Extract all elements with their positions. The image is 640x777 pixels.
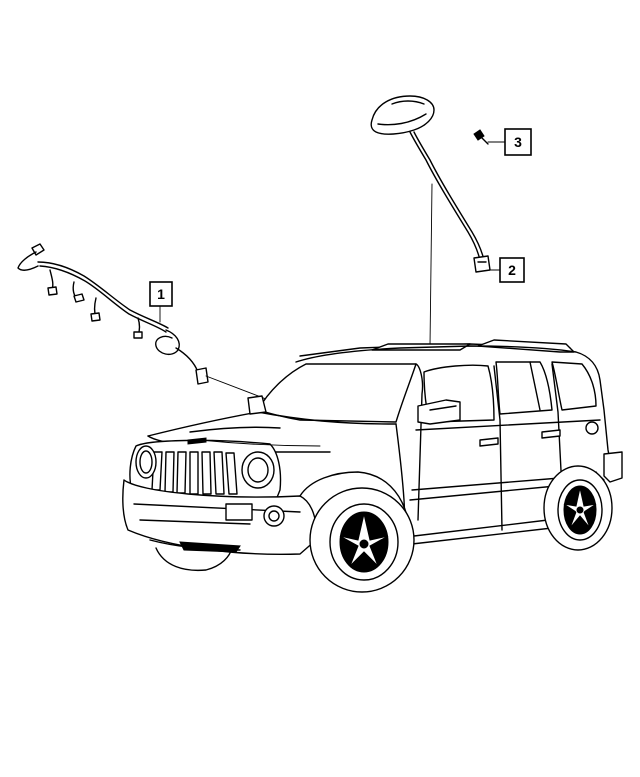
rear-wheel — [543, 465, 613, 551]
front-wheel — [309, 487, 415, 593]
grille — [151, 451, 238, 495]
callout-1-label: 1 — [157, 286, 165, 302]
callout-2: 2 — [489, 257, 525, 283]
callout-2-label: 2 — [508, 262, 516, 278]
wiring-harness-part[interactable] — [17, 243, 301, 413]
antenna-part[interactable] — [370, 95, 491, 347]
screw-part[interactable] — [473, 129, 506, 145]
callout-1: 1 — [149, 281, 173, 323]
callout-3: 3 — [504, 128, 532, 156]
callout-3-label: 3 — [514, 134, 522, 150]
vehicle-illustration — [122, 339, 623, 593]
